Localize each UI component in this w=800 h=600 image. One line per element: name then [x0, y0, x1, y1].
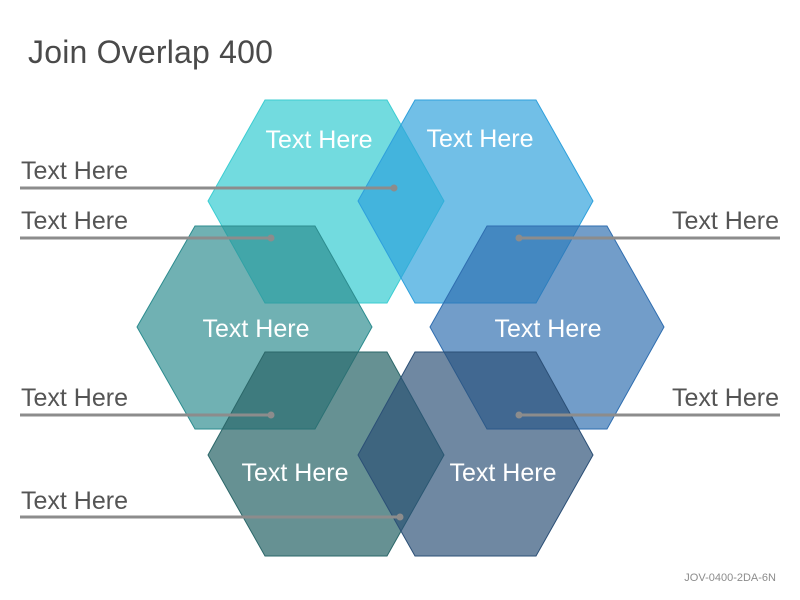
callout-dot-4 — [396, 513, 404, 521]
hexagon-label-bottom-right: Text Here — [450, 459, 557, 487]
callout-dot-1 — [390, 184, 398, 192]
callout-dot-2 — [267, 234, 275, 242]
callout-lines — [20, 184, 780, 521]
callout-dot-5 — [515, 234, 523, 242]
hexagon-label-middle-right: Text Here — [495, 315, 602, 343]
callout-label-6: Text Here — [672, 384, 779, 412]
callout-label-3: Text Here — [21, 384, 128, 412]
slide-code: JOV-0400-2DA-6N — [684, 572, 776, 584]
hexagon-label-bottom-left: Text Here — [242, 459, 349, 487]
page-title: Join Overlap 400 — [28, 34, 274, 70]
callout-label-2: Text Here — [21, 207, 128, 235]
hexagon-label-middle-left: Text Here — [203, 315, 310, 343]
callout-dot-3 — [267, 411, 275, 419]
callout-label-5: Text Here — [672, 207, 779, 235]
callout-dot-6 — [515, 411, 523, 419]
hexagon-label-top-left: Text Here — [266, 126, 373, 154]
hexagon-label-top-right: Text Here — [427, 125, 534, 153]
callout-label-4: Text Here — [21, 487, 128, 515]
callout-label-1: Text Here — [21, 157, 128, 185]
hexagon-bottom-right[interactable] — [357, 351, 594, 557]
hexagon-group — [136, 99, 665, 557]
